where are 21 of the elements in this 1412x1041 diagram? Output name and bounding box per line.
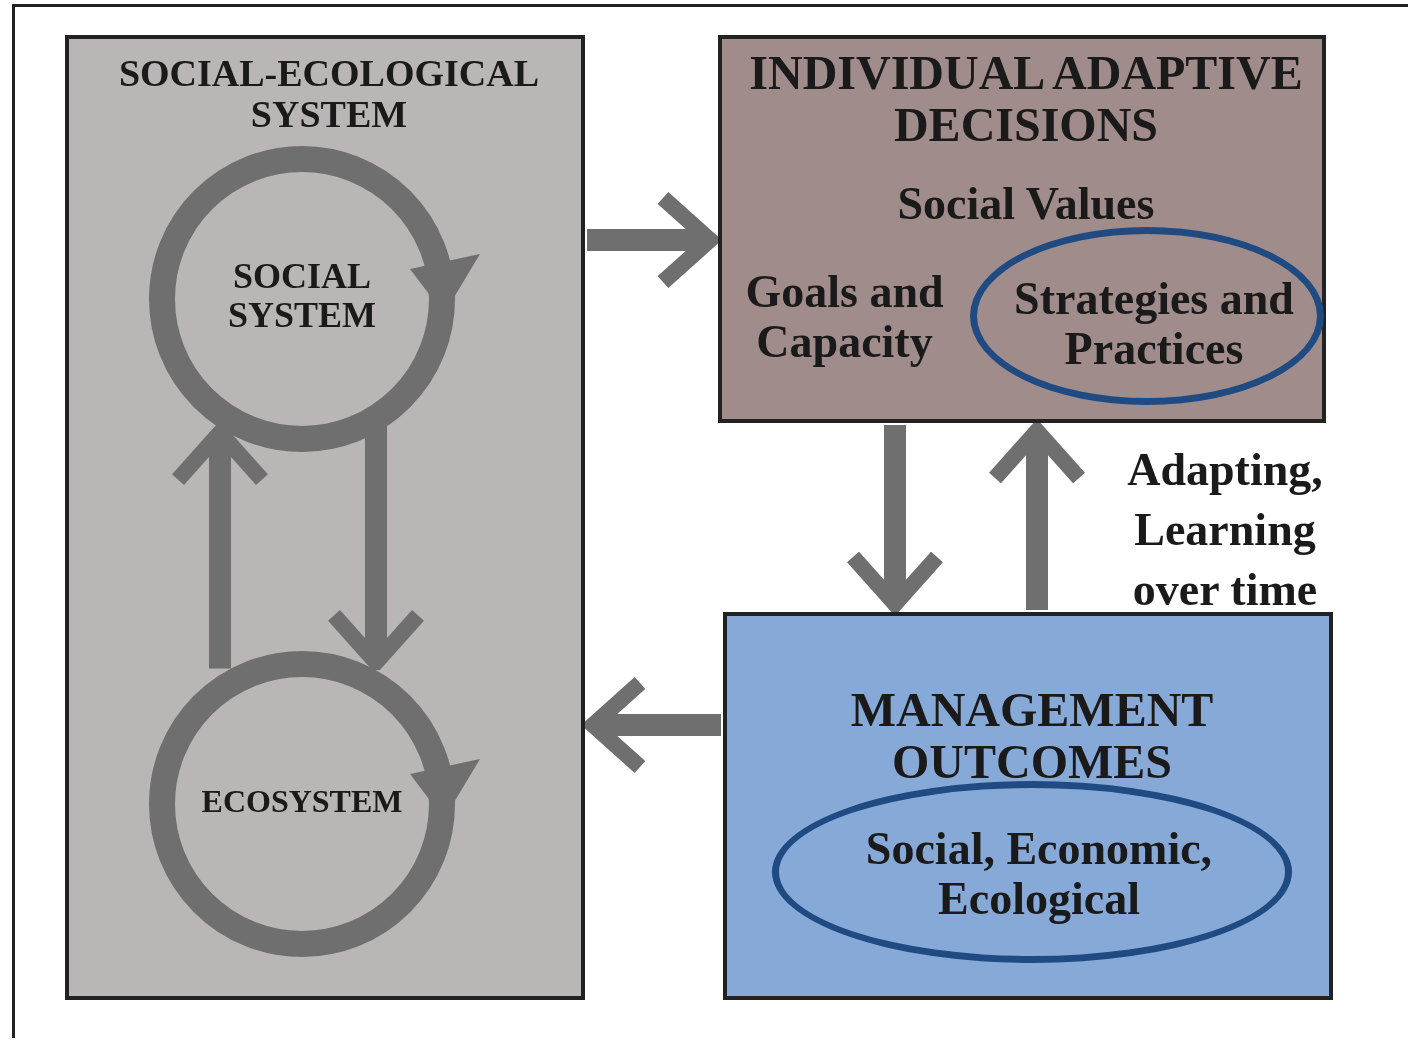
arrow <box>585 675 721 775</box>
node-label: ECOSYSTEM <box>200 784 404 819</box>
node-label: Strategies and Practices <box>1013 274 1295 374</box>
node-label: Social Values <box>896 179 1156 229</box>
node-label: SOCIAL SYSTEM <box>226 257 377 335</box>
highlight-ellipse <box>970 227 1324 405</box>
arrow <box>587 190 718 290</box>
decision-panel <box>718 35 1326 423</box>
arrow <box>170 424 270 669</box>
highlight-ellipse <box>772 781 1292 963</box>
arrow <box>987 423 1087 610</box>
panel-title: SOCIAL-ECOLOGICAL SYSTEM <box>117 53 541 136</box>
arrow <box>326 426 426 671</box>
note-text: Adapting, Learning over time <box>1126 443 1324 617</box>
node-label: Goals and Capacity <box>744 267 945 367</box>
system-panel <box>65 35 585 1000</box>
panel-title: INDIVIDUAL ADAPTIVE DECISIONS <box>748 47 1304 151</box>
node-label: Social, Economic, Ecological <box>864 824 1214 924</box>
arrow <box>845 425 945 612</box>
outcome-panel <box>723 612 1333 1000</box>
panel-title: MANAGEMENT OUTCOMES <box>849 684 1215 788</box>
